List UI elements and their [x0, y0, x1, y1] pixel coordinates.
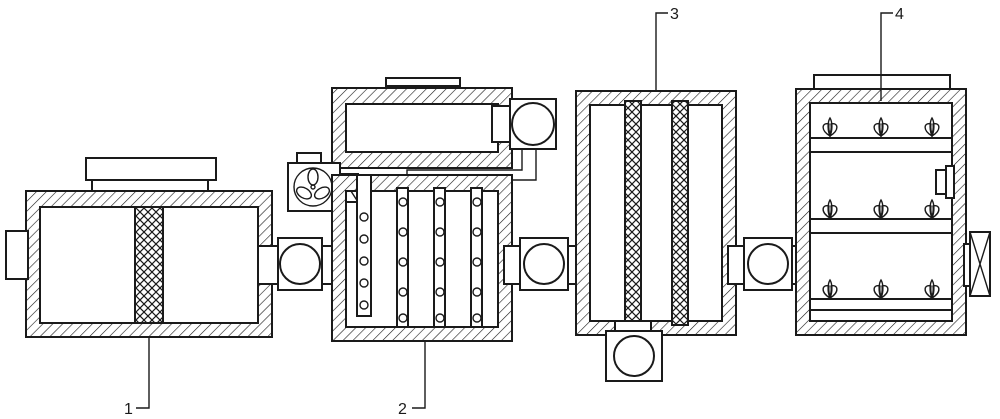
unit-4-wall [795, 88, 967, 336]
pump-1-2 [257, 237, 343, 291]
unit-2-upper-lid [385, 77, 461, 87]
unit-3-filter-2 [671, 100, 689, 326]
pump-3-4 [727, 237, 809, 291]
unit-4-tank [795, 74, 991, 336]
leader-2: 2 [398, 342, 426, 418]
unit-4-outlet-valve [963, 231, 991, 297]
unit-2-aeration-holes [359, 212, 369, 310]
unit-2-bubble-rows [398, 197, 482, 323]
unit-2-tank [287, 77, 557, 342]
unit-2-upper-wall [331, 87, 513, 169]
unit-1-inlet [5, 230, 29, 280]
unit-4-shelf-3 [809, 298, 953, 311]
part-label-4: 4 [895, 6, 904, 23]
plant-icons [822, 116, 940, 300]
unit-4-sensor [935, 169, 947, 195]
unit-4-shelf-1 [809, 137, 953, 153]
part-label-2: 2 [398, 401, 407, 418]
pump-2-3 [503, 237, 585, 291]
unit-2-lower-wall [331, 174, 513, 342]
unit-1-filter-screen [134, 206, 164, 324]
unit-3-tank [575, 90, 737, 382]
unit-3-filter-1 [624, 100, 642, 326]
unit-2-motor-housing [491, 105, 511, 143]
leader-1: 1 [124, 338, 150, 418]
part-label-1: 1 [124, 401, 133, 418]
leader-3: 3 [655, 6, 679, 90]
fan-icon [295, 168, 331, 200]
unit-2-aeration-pipe [356, 174, 372, 317]
unit-3-bottom-pump [605, 320, 663, 382]
leader-4: 4 [880, 6, 904, 101]
part-label-3: 3 [670, 6, 679, 23]
unit-1-tank [5, 157, 273, 338]
unit-1-wall [25, 190, 273, 338]
unit-4-shelf-2 [809, 218, 953, 234]
unit-1-lid [85, 157, 217, 181]
unit-3-wall [575, 90, 737, 336]
